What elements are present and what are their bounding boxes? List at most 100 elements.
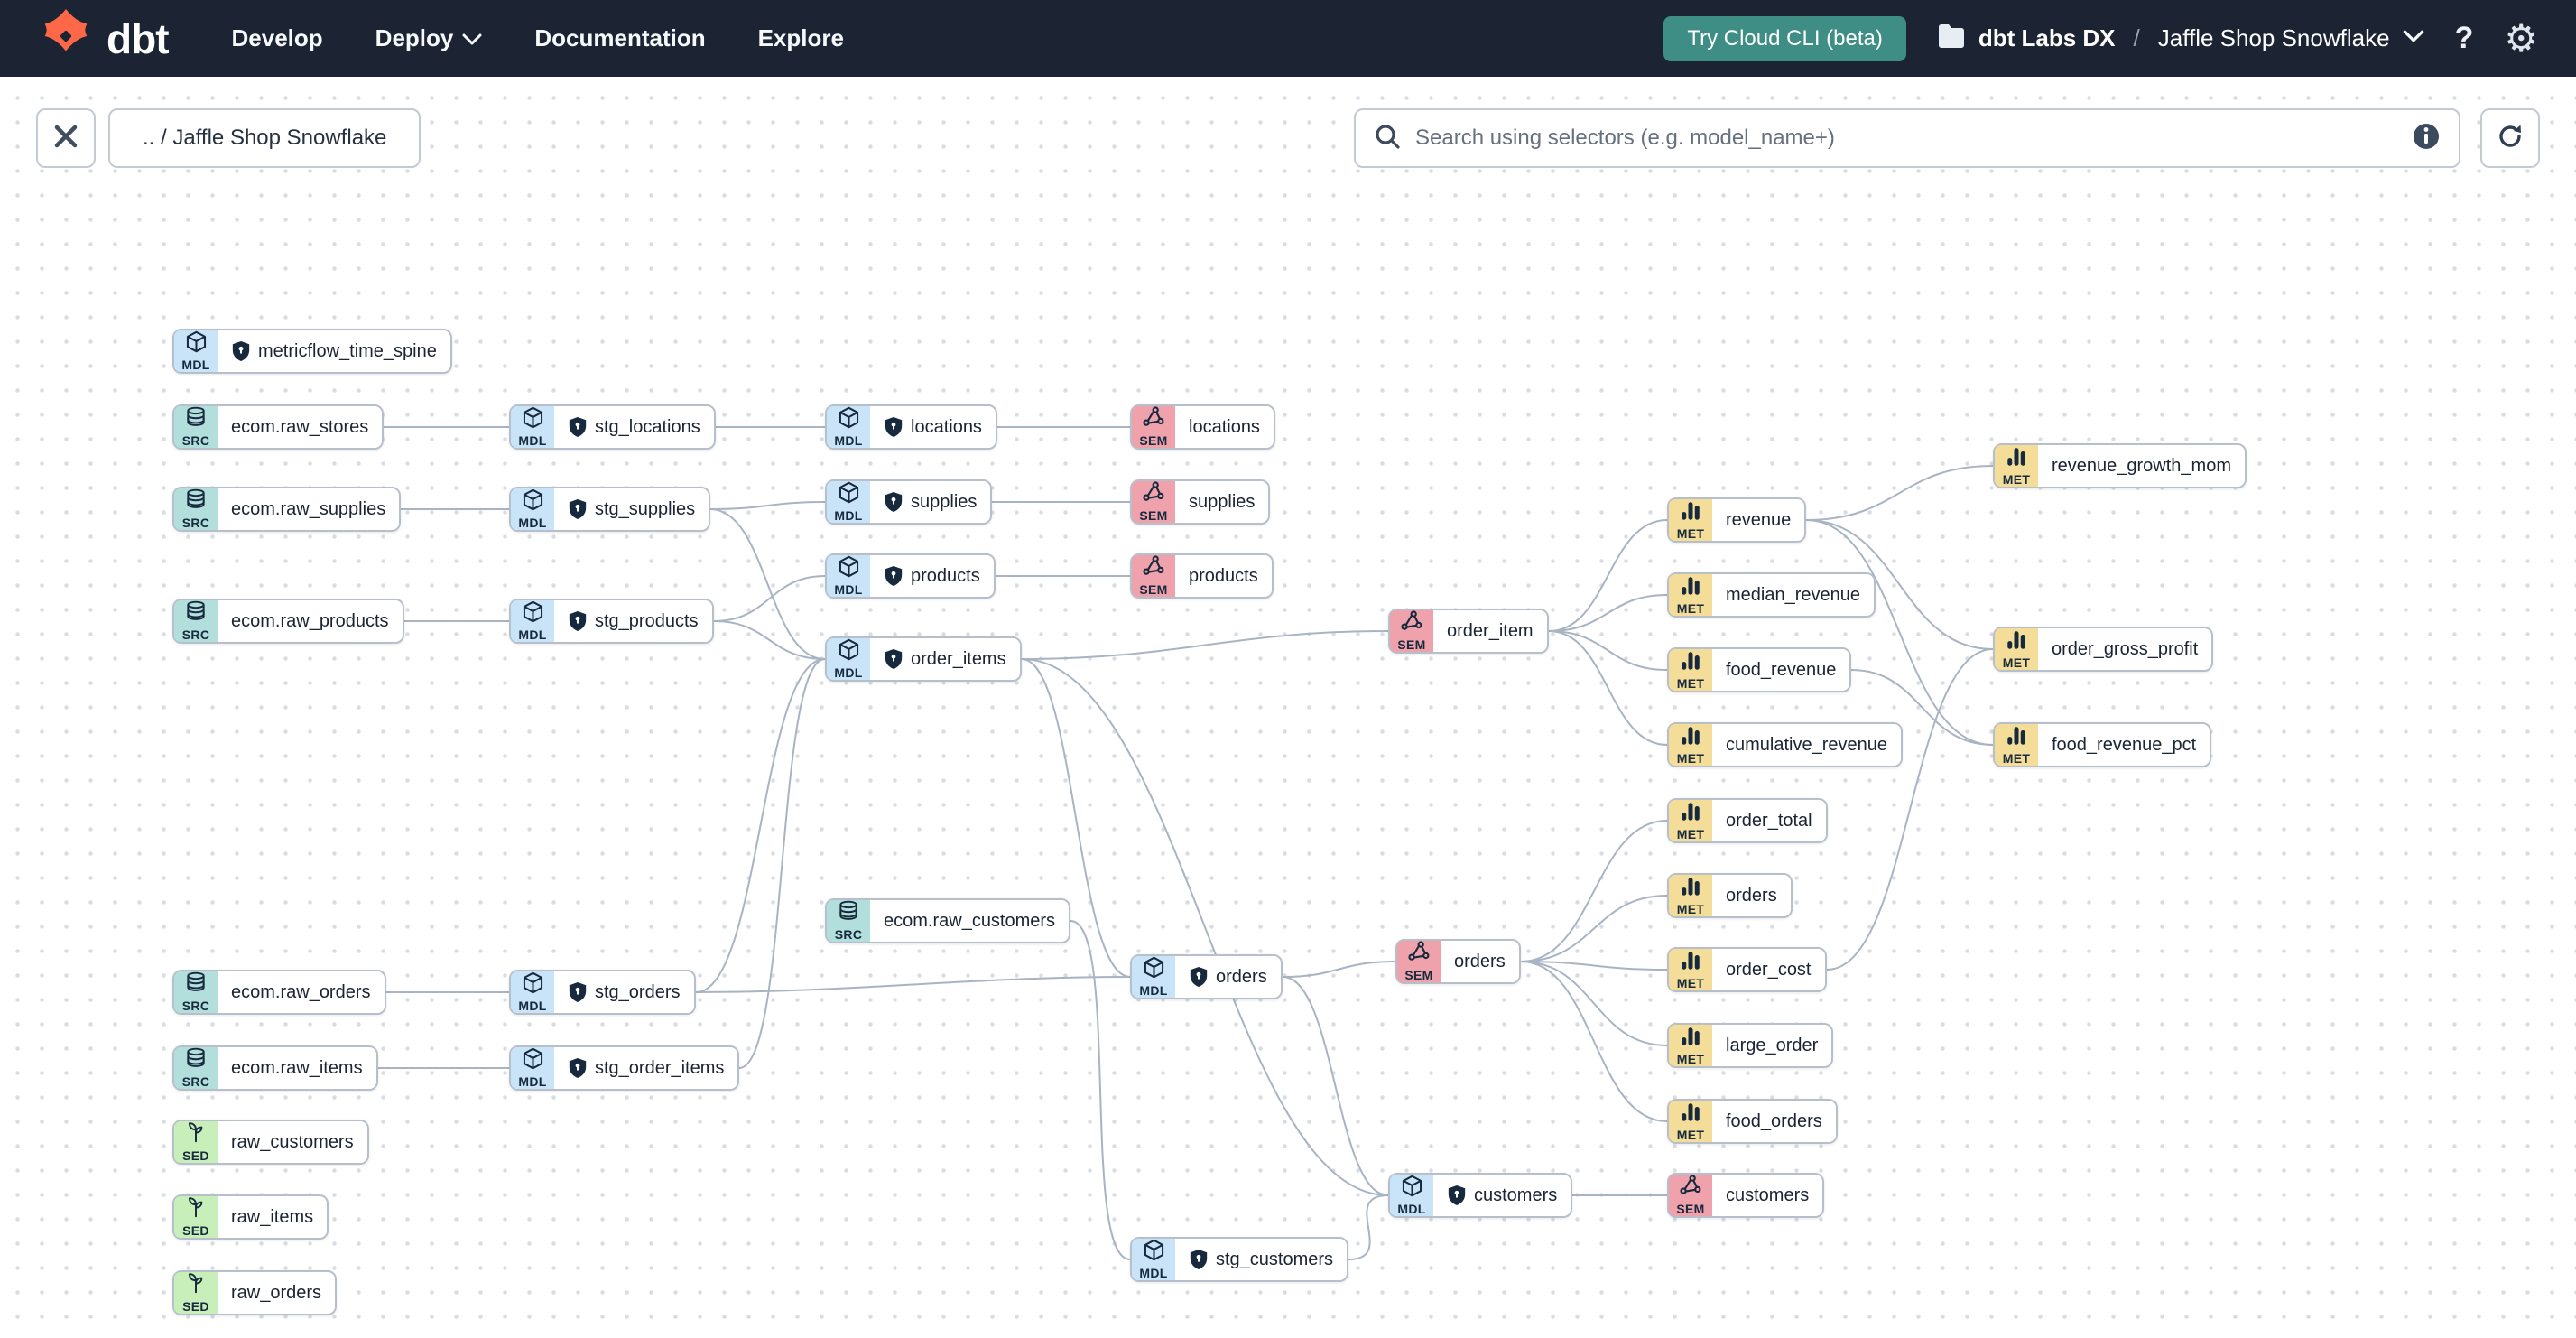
node-body: stg_supplies: [554, 488, 709, 530]
gear-icon[interactable]: ⚙: [2504, 16, 2538, 60]
semantic-icon: [1142, 480, 1166, 509]
model-icon: [837, 480, 861, 509]
semantic-badge: SEM: [1397, 941, 1441, 982]
node-body: ecom.raw_stores: [218, 406, 383, 448]
badge-label: MET: [1676, 1051, 1705, 1066]
node-body: raw_customers: [218, 1121, 367, 1163]
edge-stg_products-to-products: [713, 575, 826, 622]
semantic-badge: SEM: [1132, 555, 1175, 597]
node-label: customers: [1726, 1185, 1810, 1205]
node-body: cumulative_revenue: [1712, 724, 1901, 766]
metric-badge: MET: [1669, 499, 1712, 541]
nav-item-explore[interactable]: Explore: [757, 24, 844, 51]
nav-item-develop[interactable]: Develop: [231, 24, 323, 51]
node-body: order_gross_profit: [2038, 628, 2212, 670]
node-label: locations: [1189, 416, 1260, 437]
search-icon: [1374, 123, 1401, 154]
metric-badge: MET: [1669, 949, 1712, 990]
node-label: raw_items: [231, 1206, 314, 1227]
edge-orders-to-customers: [1282, 976, 1389, 1196]
node-label: orders: [1454, 951, 1506, 971]
help-icon[interactable]: ?: [2454, 21, 2474, 55]
badge-label: MDL: [834, 582, 863, 598]
edge-sem_order_item-to-median_revenue: [1548, 594, 1668, 632]
semantic-icon: [1679, 1174, 1703, 1203]
node-label: raw_orders: [231, 1282, 322, 1303]
model-badge: MDL: [511, 971, 554, 1013]
node-label: cumulative_revenue: [1726, 734, 1887, 755]
project-picker[interactable]: dbt Labs DX / Jaffle Shop Snowflake: [1937, 23, 2424, 53]
source-badge: SRC: [174, 971, 218, 1013]
metric-badge: MET: [1995, 628, 2038, 670]
node-label: ecom.raw_stores: [231, 416, 369, 437]
node-body: raw_orders: [218, 1272, 336, 1314]
graph-node-sem_locations[interactable]: SEM locations: [1130, 404, 1275, 450]
try-cloud-cli-button[interactable]: Try Cloud CLI (beta): [1663, 15, 1906, 61]
search-input[interactable]: [1415, 125, 2397, 151]
badge-label: SEM: [1139, 508, 1168, 524]
folder-icon: [1937, 23, 1966, 53]
edge-sem_orders-to-food_orders: [1520, 961, 1668, 1122]
nav-item-documentation[interactable]: Documentation: [534, 24, 706, 51]
graph-node-sem_orders[interactable]: SEM orders: [1395, 939, 1521, 984]
lineage-canvas[interactable]: .. / Jaffle Shop Snowflake MDLmetricflow…: [0, 77, 2576, 1338]
node-label: orders: [1216, 966, 1267, 987]
nav-item-deploy[interactable]: Deploy: [375, 24, 483, 52]
metric-icon: [1679, 649, 1702, 677]
source-icon: [184, 1046, 208, 1075]
node-label: ecom.raw_supplies: [231, 498, 386, 519]
refresh-button[interactable]: [2480, 108, 2540, 168]
dbt-logo[interactable]: dbt: [38, 8, 170, 69]
node-body: median_revenue: [1712, 574, 1874, 616]
metric-badge: MET: [1669, 724, 1712, 766]
info-icon[interactable]: [2412, 122, 2441, 155]
close-lineage-button[interactable]: [36, 108, 96, 168]
node-body: revenue: [1712, 499, 1805, 541]
node-body: customers: [1433, 1175, 1571, 1216]
node-body: food_orders: [1712, 1101, 1836, 1142]
graph-node-cumulative_revenue[interactable]: MET cumulative_revenue: [1667, 722, 1903, 767]
node-body: order_items: [870, 638, 1020, 680]
shield-icon: [884, 416, 903, 438]
breadcrumb[interactable]: .. / Jaffle Shop Snowflake: [108, 108, 422, 168]
badge-label: SEM: [1139, 433, 1168, 449]
node-label: stg_order_items: [595, 1057, 725, 1078]
